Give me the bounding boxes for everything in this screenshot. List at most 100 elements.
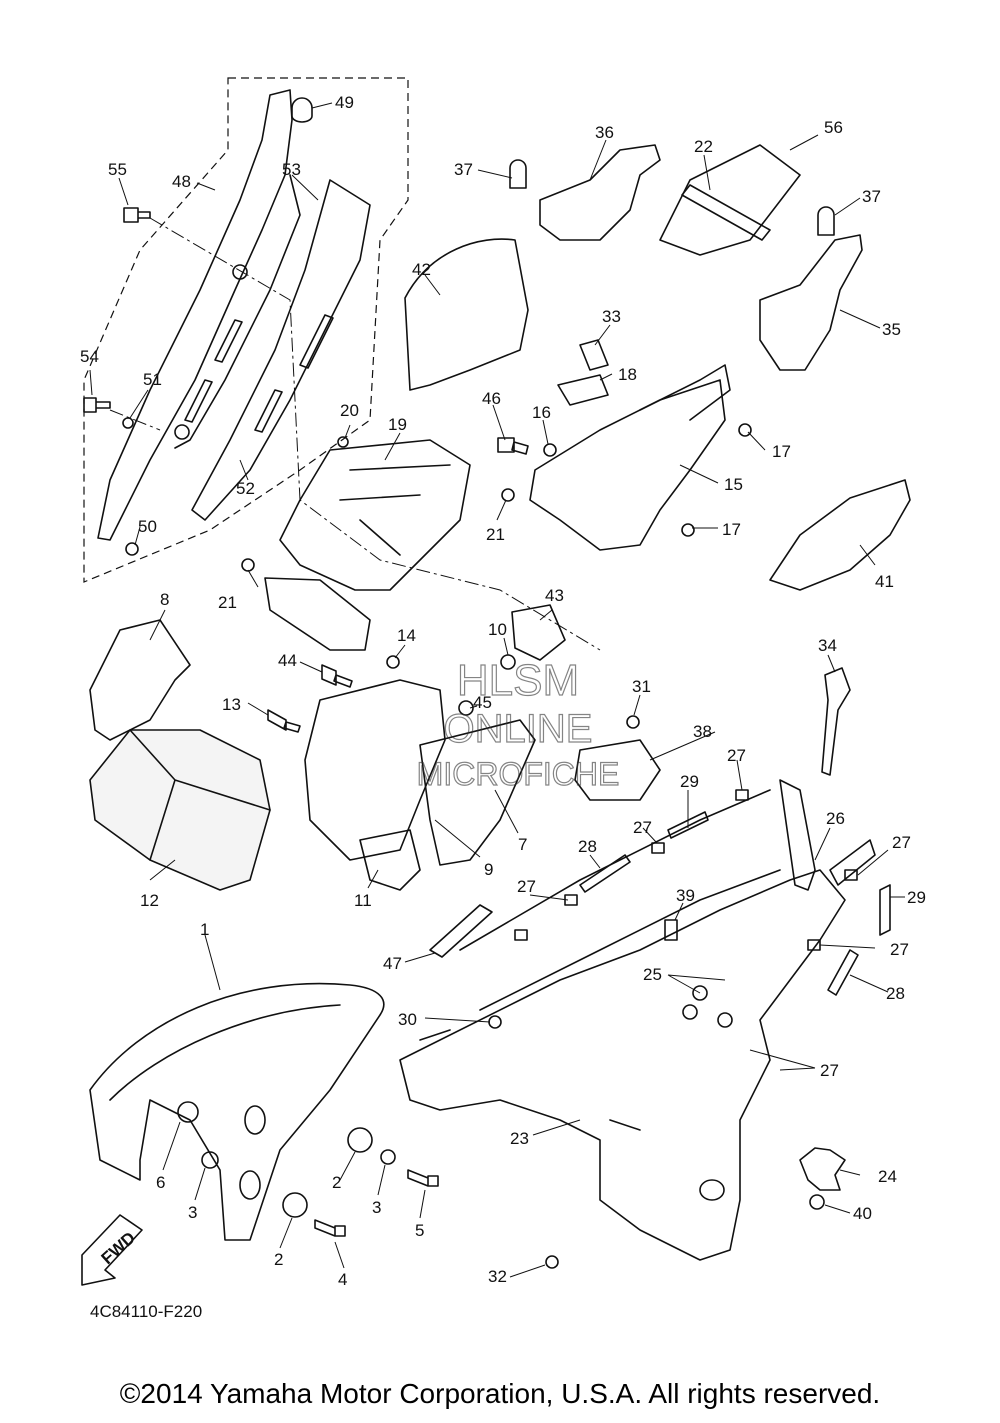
callout-27b: 27: [633, 818, 652, 837]
callout-13: 13: [222, 695, 241, 714]
callout-56: 56: [824, 118, 843, 137]
fwd-arrow-icon: FWD: [81, 1214, 143, 1286]
callout-47: 47: [383, 954, 402, 973]
callout-3: 3: [188, 1203, 197, 1222]
fender-cutout: [239, 1170, 261, 1200]
bracket-38: [574, 739, 661, 801]
front-fender-1: [89, 982, 385, 1241]
leader-dashdot: [109, 409, 161, 431]
callout-27: 27: [727, 746, 746, 765]
tie-34: [821, 667, 851, 776]
callout-37b: 37: [862, 187, 881, 206]
screw-16: [543, 443, 557, 457]
callout-19: 19: [388, 415, 407, 434]
bracket-43: [511, 604, 566, 661]
callout-21b: 21: [218, 593, 237, 612]
nut-40: [809, 1194, 825, 1210]
side-cover-48-inner: [174, 174, 301, 449]
callout-7: 7: [518, 835, 527, 854]
seal-26: [779, 779, 816, 891]
callout-11: 11: [354, 891, 372, 910]
screw-21: [241, 558, 255, 572]
strip-28b: [827, 949, 859, 996]
band-22: [681, 184, 771, 241]
callout-4: 4: [338, 1270, 347, 1289]
pad-27: [651, 842, 665, 854]
callout-49: 49: [335, 93, 354, 112]
callout-3b: 3: [372, 1198, 381, 1217]
cover-42: [404, 238, 529, 391]
callout-38: 38: [693, 722, 712, 741]
cap-35: [759, 234, 863, 371]
callout-26: 26: [826, 809, 845, 828]
rear-fender-23-stay: [419, 1029, 725, 1201]
callout-29: 29: [680, 772, 699, 791]
damper-2: [282, 1192, 308, 1218]
callout-55: 55: [108, 160, 127, 179]
callout-2b: 2: [274, 1250, 283, 1269]
callout-53: 53: [282, 160, 301, 179]
bolt-55: [123, 207, 151, 223]
cover-41: [769, 479, 911, 591]
side-cover-53: [191, 179, 371, 521]
svg-text:FWD: FWD: [98, 1228, 139, 1268]
callout-23: 23: [510, 1129, 529, 1148]
callout-17: 17: [772, 442, 791, 461]
drawing-code: 4C84110-F220: [90, 1302, 202, 1321]
pad-27: [735, 789, 749, 801]
callout-33: 33: [602, 307, 621, 326]
screw-20: [337, 436, 349, 448]
slot: [254, 389, 283, 433]
callout-27d: 27: [892, 833, 911, 852]
callout-21: 21: [486, 525, 505, 544]
box-12-edge: [129, 729, 271, 861]
bolt-46: [497, 437, 529, 455]
bracket-19-rib: [339, 464, 451, 556]
bolt-54: [83, 397, 111, 413]
pad-27: [514, 929, 528, 941]
damper-25: [692, 985, 708, 1001]
box-12: [89, 729, 271, 891]
callout-1: 1: [200, 920, 209, 939]
rear-fender-23-inner: [459, 789, 781, 1011]
bolt-39: [664, 919, 678, 941]
screw-30: [488, 1015, 502, 1029]
callout-45: 45: [473, 693, 492, 712]
nut-6: [177, 1101, 199, 1123]
slot: [214, 319, 243, 363]
strip-28: [579, 854, 631, 893]
callout-20: 20: [340, 401, 359, 420]
slot: [184, 379, 213, 423]
group-enclosure: [83, 77, 409, 583]
bolt-5: [407, 1169, 439, 1187]
damper-2: [347, 1127, 373, 1153]
callout-39: 39: [676, 886, 695, 905]
fender-cutout: [244, 1105, 266, 1135]
clip-33: [579, 339, 609, 371]
callout-46: 46: [482, 389, 501, 408]
callout-36: 36: [595, 123, 614, 142]
slot: [299, 314, 334, 369]
watermark-line-2: ONLINE: [444, 707, 593, 751]
callout-10: 10: [488, 620, 507, 639]
leader-dashdot: [149, 217, 601, 651]
bolt-4: [314, 1219, 346, 1237]
front-fender-1-inner: [109, 1004, 341, 1101]
callout-5: 5: [415, 1221, 424, 1240]
bracket-15: [529, 379, 726, 551]
callout-14: 14: [397, 626, 416, 645]
callout-28b: 28: [886, 984, 905, 1003]
callout-22: 22: [694, 137, 713, 156]
grommet-49: [291, 97, 313, 123]
callout-labels: 1 2 2 3 3 4 5 6 7 8 9 10 11 12 13 14 15 …: [80, 93, 926, 1289]
bracket-15-arm: [639, 364, 731, 421]
callout-30: 30: [398, 1010, 417, 1029]
callout-37: 37: [454, 160, 473, 179]
collar-3: [201, 1151, 219, 1169]
callout-27e: 27: [890, 940, 909, 959]
cover-8: [89, 619, 191, 741]
patch-24: [799, 1147, 846, 1191]
washer-50: [125, 542, 139, 556]
nut-45: [458, 700, 474, 716]
bracket-19-tab: [264, 577, 371, 651]
